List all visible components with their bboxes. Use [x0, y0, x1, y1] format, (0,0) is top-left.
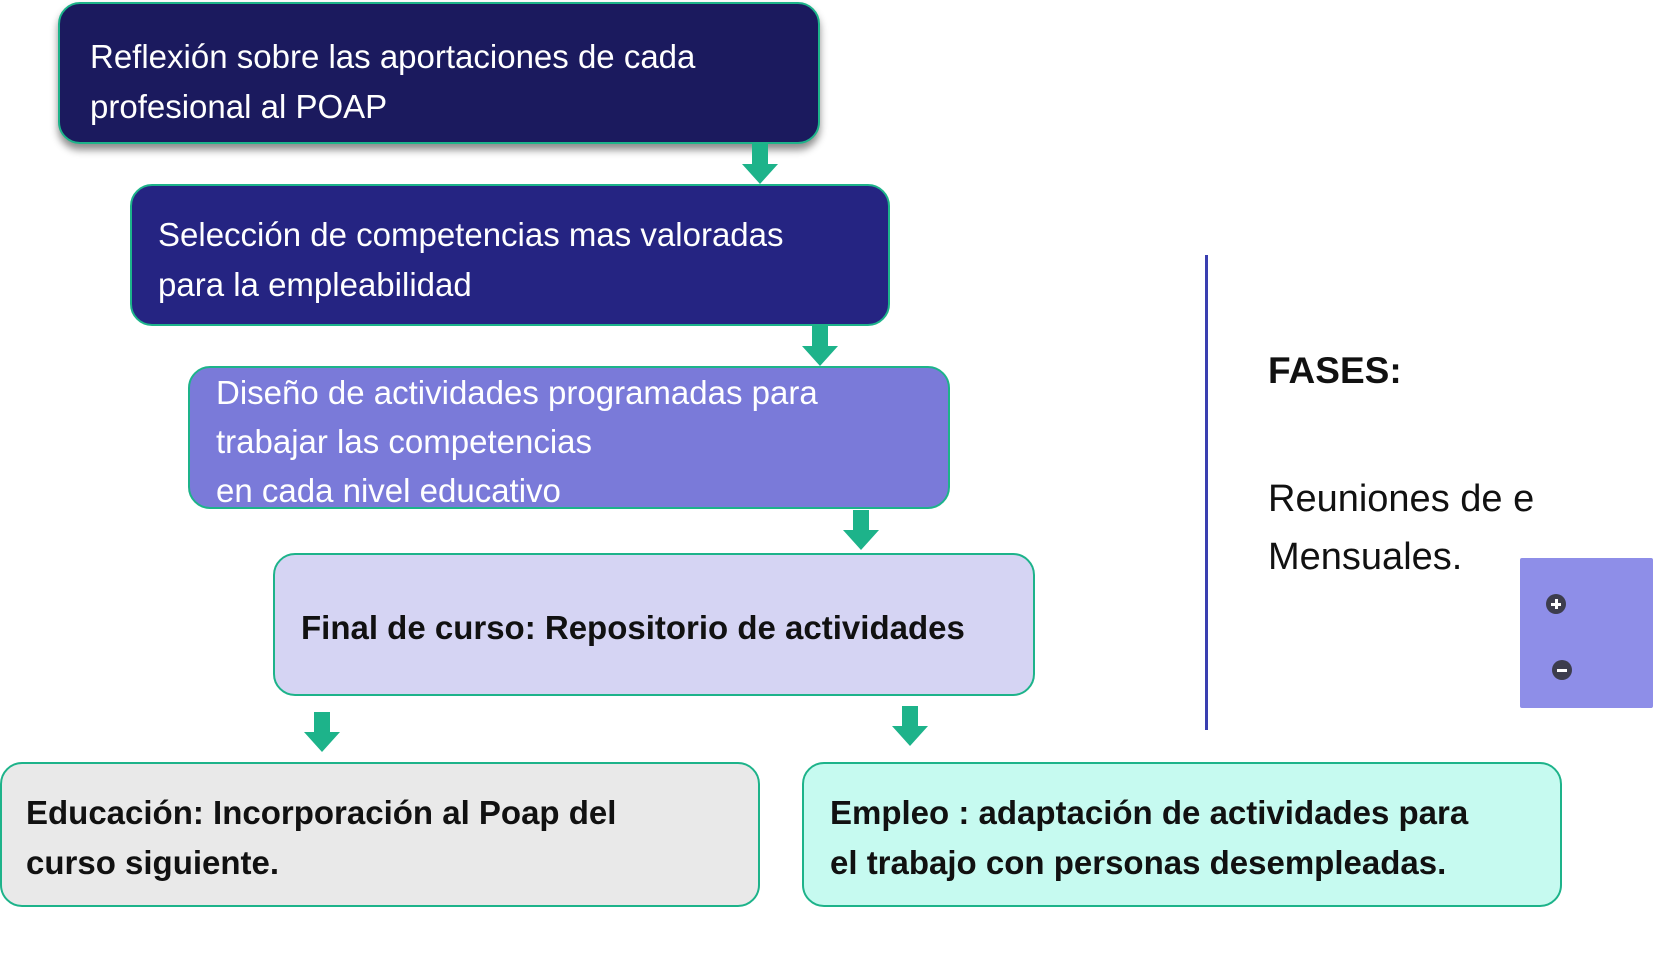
step-reflexion-box: Reflexión sobre las aportaciones de cada… — [58, 2, 820, 144]
fases-text: Reuniones de e Mensuales. — [1268, 478, 1535, 578]
arrow-down-icon — [802, 326, 838, 366]
arrow-down-icon — [304, 712, 340, 752]
step-final-box: Final de curso: Repositorio de actividad… — [273, 553, 1035, 696]
step-diseno-text: Diseño de actividades programadas para t… — [216, 374, 818, 509]
outcome-empleo-box: Empleo : adaptación de actividades para … — [802, 762, 1562, 907]
step-reflexion-text: Reflexión sobre las aportaciones de cada… — [90, 38, 696, 125]
outcome-empleo-text: Empleo : adaptación de actividades para … — [830, 794, 1469, 881]
step-diseno-box: Diseño de actividades programadas para t… — [188, 366, 950, 509]
outcome-educacion-text: Educación: Incorporación al Poap del cur… — [26, 794, 617, 881]
zoom-in-icon[interactable] — [1546, 594, 1566, 614]
fases-title: FASES: — [1268, 350, 1402, 391]
vertical-divider — [1205, 255, 1208, 730]
zoom-out-icon[interactable] — [1552, 660, 1572, 680]
arrow-down-icon — [843, 510, 879, 550]
step-final-text: Final de curso: Repositorio de actividad… — [301, 609, 965, 646]
zoom-control-panel — [1520, 558, 1653, 708]
arrow-down-icon — [742, 144, 778, 184]
outcome-educacion-box: Educación: Incorporación al Poap del cur… — [0, 762, 760, 907]
arrow-down-icon — [892, 706, 928, 746]
step-seleccion-text: Selección de competencias mas valoradas … — [158, 216, 784, 303]
step-seleccion-box: Selección de competencias mas valoradas … — [130, 184, 890, 326]
